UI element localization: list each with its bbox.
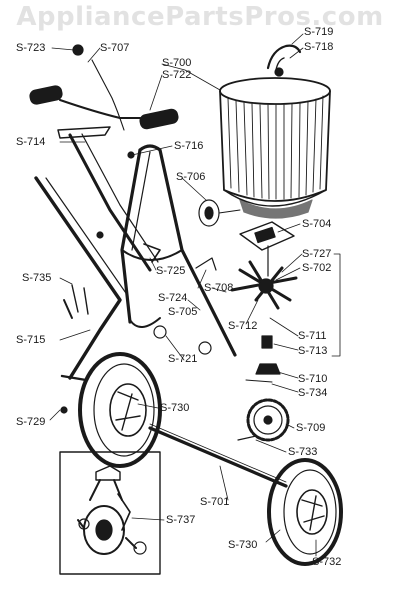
inset-detail	[60, 452, 160, 574]
part-label-s708: S-708	[204, 282, 234, 294]
part-label-s730-left: S-730	[160, 402, 190, 414]
part-label-s713: S-713	[298, 345, 328, 357]
hardware-parts	[64, 152, 216, 354]
part-label-s727: S-727	[302, 248, 332, 260]
tub-handle	[268, 46, 300, 76]
drive-pulley	[199, 200, 240, 226]
part-label-s732: S-732	[312, 556, 342, 568]
part-label-s714: S-714	[16, 136, 46, 148]
part-label-s710: S-710	[298, 373, 328, 385]
part-label-s734: S-734	[298, 387, 328, 399]
handle-assembly	[29, 45, 179, 130]
part-label-s707: S-707	[100, 42, 130, 54]
leader-lines	[50, 34, 340, 556]
part-label-s730-right: S-730	[228, 539, 258, 551]
part-label-s737: S-737	[166, 514, 196, 526]
part-label-s716: S-716	[174, 140, 204, 152]
part-label-s735: S-735	[22, 272, 52, 284]
part-label-s724: S-724	[158, 292, 188, 304]
part-label-s722: S-722	[162, 69, 192, 81]
part-label-s702: S-702	[302, 262, 332, 274]
part-label-s718: S-718	[304, 41, 334, 53]
part-label-s704: S-704	[302, 218, 332, 230]
stand-frame	[36, 146, 235, 380]
part-label-s709: S-709	[296, 422, 326, 434]
part-label-s733: S-733	[288, 446, 318, 458]
part-label-s700: S-700	[162, 57, 192, 69]
part-label-s715: S-715	[16, 334, 46, 346]
part-label-s729: S-729	[16, 416, 46, 428]
drive-gear	[238, 400, 288, 440]
left-wheel	[61, 354, 160, 466]
part-label-s725: S-725	[156, 265, 186, 277]
right-wheel	[269, 460, 341, 564]
part-label-s712: S-712	[228, 320, 258, 332]
handle-frame	[58, 127, 158, 270]
part-label-s721: S-721	[168, 353, 198, 365]
part-label-s705: S-705	[168, 306, 198, 318]
part-label-s711: S-711	[298, 330, 327, 342]
agitator-assembly	[232, 222, 296, 308]
part-label-s723: S-723	[16, 42, 46, 54]
part-label-s706: S-706	[176, 171, 206, 183]
tub-basket	[220, 78, 330, 218]
axle	[150, 424, 286, 486]
watermark: AppliancePartsPros.com	[16, 2, 384, 32]
part-label-s701: S-701	[200, 496, 230, 508]
shaft-parts	[246, 336, 280, 382]
part-label-s719: S-719	[304, 26, 334, 38]
